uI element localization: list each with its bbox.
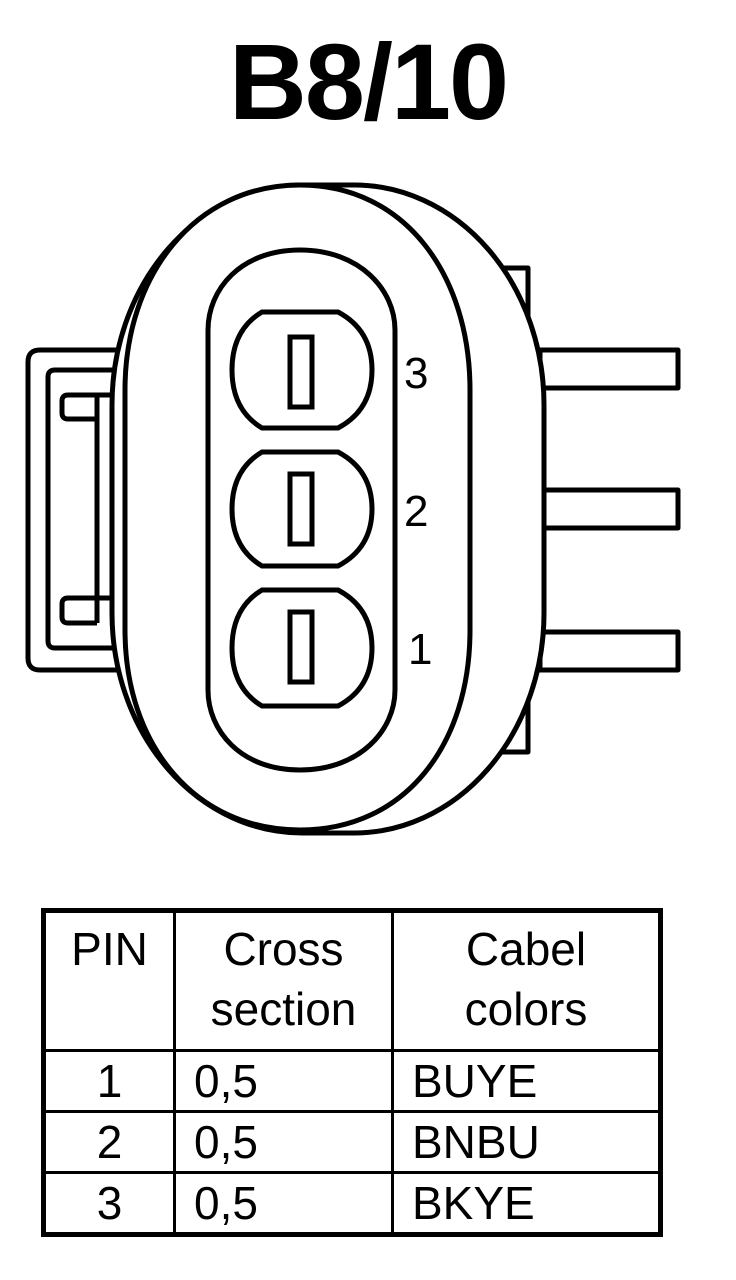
terminal-lead-3 [540,347,681,391]
cell-pin: 1 [42,1049,176,1113]
header-cross-section-line-2: section [210,983,357,1035]
table-header-row: PIN Cross section Cabel colors [42,909,662,1052]
connector-title: B8/10 [228,21,509,142]
terminal-lead-1 [540,629,681,673]
cell-pin: 3 [42,1171,176,1236]
pin-assignment-table: PIN Cross section Cabel colors 1 0,5 BUY… [41,908,663,1237]
pin-contact-3 [287,334,315,410]
cell-cross-section: 0,5 [173,1110,394,1174]
latch-bottom-tab [59,595,150,626]
pin-label-3: 3 [404,349,428,398]
pin-contact-2 [287,471,315,547]
cell-cable-color: BNBU [391,1110,662,1174]
header-cable-colors-line-1: Cabel [465,923,587,975]
table-row: 3 0,5 BKYE [42,1171,662,1236]
pin-label-2: 2 [404,487,428,536]
pin-contact-1 [287,609,315,685]
cell-cable-color: BUYE [391,1049,662,1113]
latch-top-tab [59,392,155,422]
table-row: 2 0,5 BNBU [42,1110,662,1174]
pin-label-1: 1 [408,625,432,674]
latch-housing [25,347,155,673]
cell-pin: 2 [42,1110,176,1174]
header-cross-section-line-1: Cross [223,923,344,975]
cell-cross-section: 0,5 [173,1049,394,1113]
cell-cable-color: BKYE [391,1171,662,1236]
table-row: 1 0,5 BUYE [42,1049,662,1113]
latch-inner [45,367,155,651]
terminal-lead-2 [540,487,681,531]
header-cross-section: Cross section [173,909,394,1052]
header-cable-colors: Cabel colors [391,909,662,1052]
header-pin: PIN [42,909,176,1052]
cell-cross-section: 0,5 [173,1171,394,1236]
header-cable-colors-line-2: colors [464,983,588,1035]
connector-diagram: 3 2 1 [25,182,681,836]
